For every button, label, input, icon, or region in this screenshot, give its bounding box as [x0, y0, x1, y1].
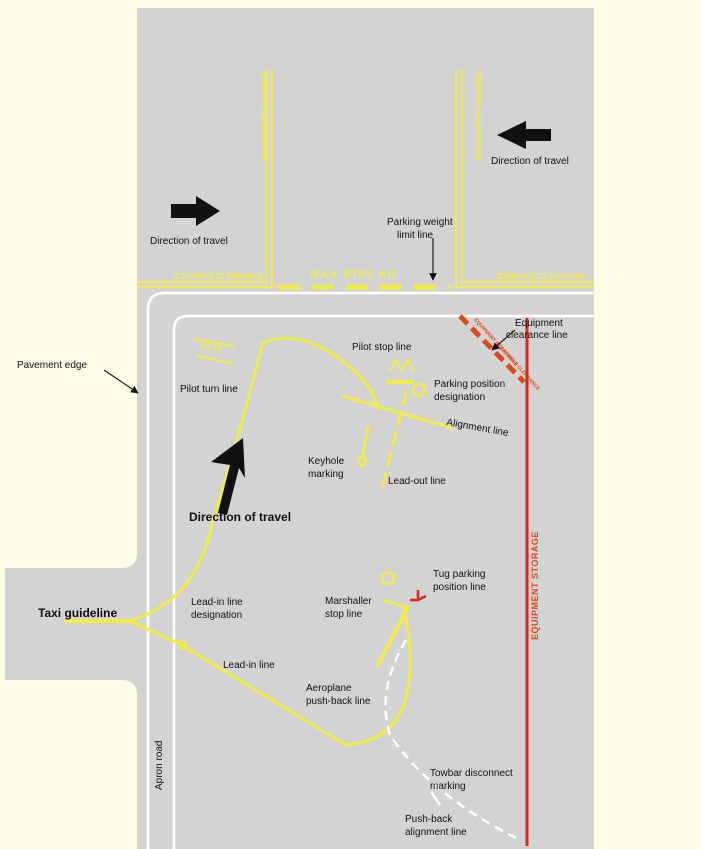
apron-pavement: [137, 8, 594, 849]
label-parking-position-2: designation: [434, 392, 485, 403]
label-lead-in-designation-2: designation: [191, 610, 242, 621]
apron-road-edges: [146, 291, 594, 849]
label-pushback-alignment-2: alignment line: [405, 827, 467, 838]
label-marshaller-2: stop line: [325, 609, 363, 620]
label-pilot-turn-line: Pilot turn line: [180, 384, 238, 395]
label-pilot-stop-line: Pilot stop line: [352, 342, 412, 353]
stand-designation-bar-bottom: [196, 355, 233, 364]
lead-out-line: [381, 390, 408, 487]
label-pushback-1: Aeroplane: [306, 683, 352, 694]
equipment-clearance-pointer: [491, 329, 516, 351]
pavement-edge-pointer: [103, 369, 139, 394]
taxiway-pavement: [5, 568, 145, 680]
parking-clearance-line-left-outer: [137, 70, 267, 283]
parking-position-designation-icon: [411, 382, 427, 398]
tug-bar: [382, 598, 410, 610]
parking-clearance-lines: [137, 70, 594, 288]
aircraft-type-marking: B737: [200, 340, 223, 354]
marshaller-stop-line: [376, 605, 410, 667]
push-back-alignment-line: [384, 639, 521, 842]
label-towbar-1: Towbar disconnect: [430, 768, 513, 779]
parking-clearance-line-left-inner: [137, 70, 273, 288]
apron-road-inner-edge: [172, 314, 594, 849]
stand-designation-bar-top: [194, 338, 235, 347]
label-equipment-clearance-1: Equipment: [515, 318, 563, 329]
label-parking-position-1: Parking position: [434, 379, 505, 390]
tug-parking-position-icon: [410, 590, 427, 602]
apron-road-outer-edge: [146, 291, 594, 849]
label-keyhole-1: Keyhole: [308, 456, 345, 467]
label-direction-of-travel-top-right: Direction of travel: [491, 156, 569, 167]
label-direction-of-travel-center: Direction of travel: [189, 510, 291, 524]
callout-pointers: [103, 238, 516, 394]
lead-in-designation-icon: [177, 640, 187, 650]
parking-clearance-text-right-horizontal: PARKING CLEARANCE: [496, 271, 585, 280]
arrow-up-icon: [211, 438, 245, 515]
label-marshaller-1: Marshaller: [325, 596, 372, 607]
taxiway-fillet-bottom: [122, 680, 140, 695]
parking-clearance-text-right-vertical: PARKING CLEARANCE: [474, 72, 483, 161]
parking-clearance-line-right-outer: [461, 70, 594, 283]
label-parking-weight-2: limit line: [397, 230, 434, 241]
label-lead-in-line: Lead-in line: [223, 660, 275, 671]
label-taxi-guideline: Taxi guideline: [38, 606, 117, 620]
label-parking-weight-1: Parking weight: [387, 217, 453, 228]
yellow-guidance-markings: [64, 336, 454, 747]
equipment-clearance-line: [458, 314, 526, 384]
label-tug-parking-2: position line: [433, 582, 486, 593]
lead-in-lower-and-pushback-line: [128, 608, 412, 747]
max-weight-marking: MAX 5700 KG: [310, 269, 398, 281]
parking-clearance-text-left-vertical: PARKING CLEARANCE: [260, 72, 269, 161]
pavement: [5, 8, 594, 849]
equipment-storage-marking: EQUIPMENT STORAGE: [530, 531, 540, 640]
towbar-disconnect-marking: [429, 791, 442, 806]
keyhole-stem: [360, 426, 370, 460]
arrow-right-icon: [171, 196, 220, 226]
label-lead-out-line: Lead-out line: [388, 476, 446, 487]
label-tug-parking-1: Tug parking: [433, 569, 485, 580]
label-apron-road: Apron road: [154, 741, 165, 790]
label-lead-in-designation-1: Lead-in line: [191, 597, 243, 608]
label-keyhole-2: marking: [308, 469, 344, 480]
arrow-left-icon: [497, 121, 551, 149]
label-pushback-alignment-1: Push-back: [405, 814, 453, 825]
taxiway-fillet-top: [122, 553, 140, 568]
label-equipment-clearance-2: clearance line: [506, 330, 568, 341]
parking-clearance-line-right-inner: [455, 70, 594, 288]
labels: Direction of travel Direction of travel …: [17, 156, 569, 838]
marshaller-position-icon: [380, 570, 396, 586]
label-pavement-edge: Pavement edge: [17, 360, 87, 371]
keyhole-marking-icon: [356, 455, 368, 467]
alignment-line: [341, 394, 454, 430]
label-pushback-2: push-back line: [306, 696, 371, 707]
lead-in-curve-upper: [128, 336, 380, 623]
parking-clearance-text-left-horizontal: PARKING CLEARANCE: [173, 271, 262, 280]
label-towbar-2: marking: [430, 781, 466, 792]
pilot-stop-symbol-icon: [389, 357, 415, 373]
label-direction-of-travel-top-left: Direction of travel: [150, 236, 228, 247]
